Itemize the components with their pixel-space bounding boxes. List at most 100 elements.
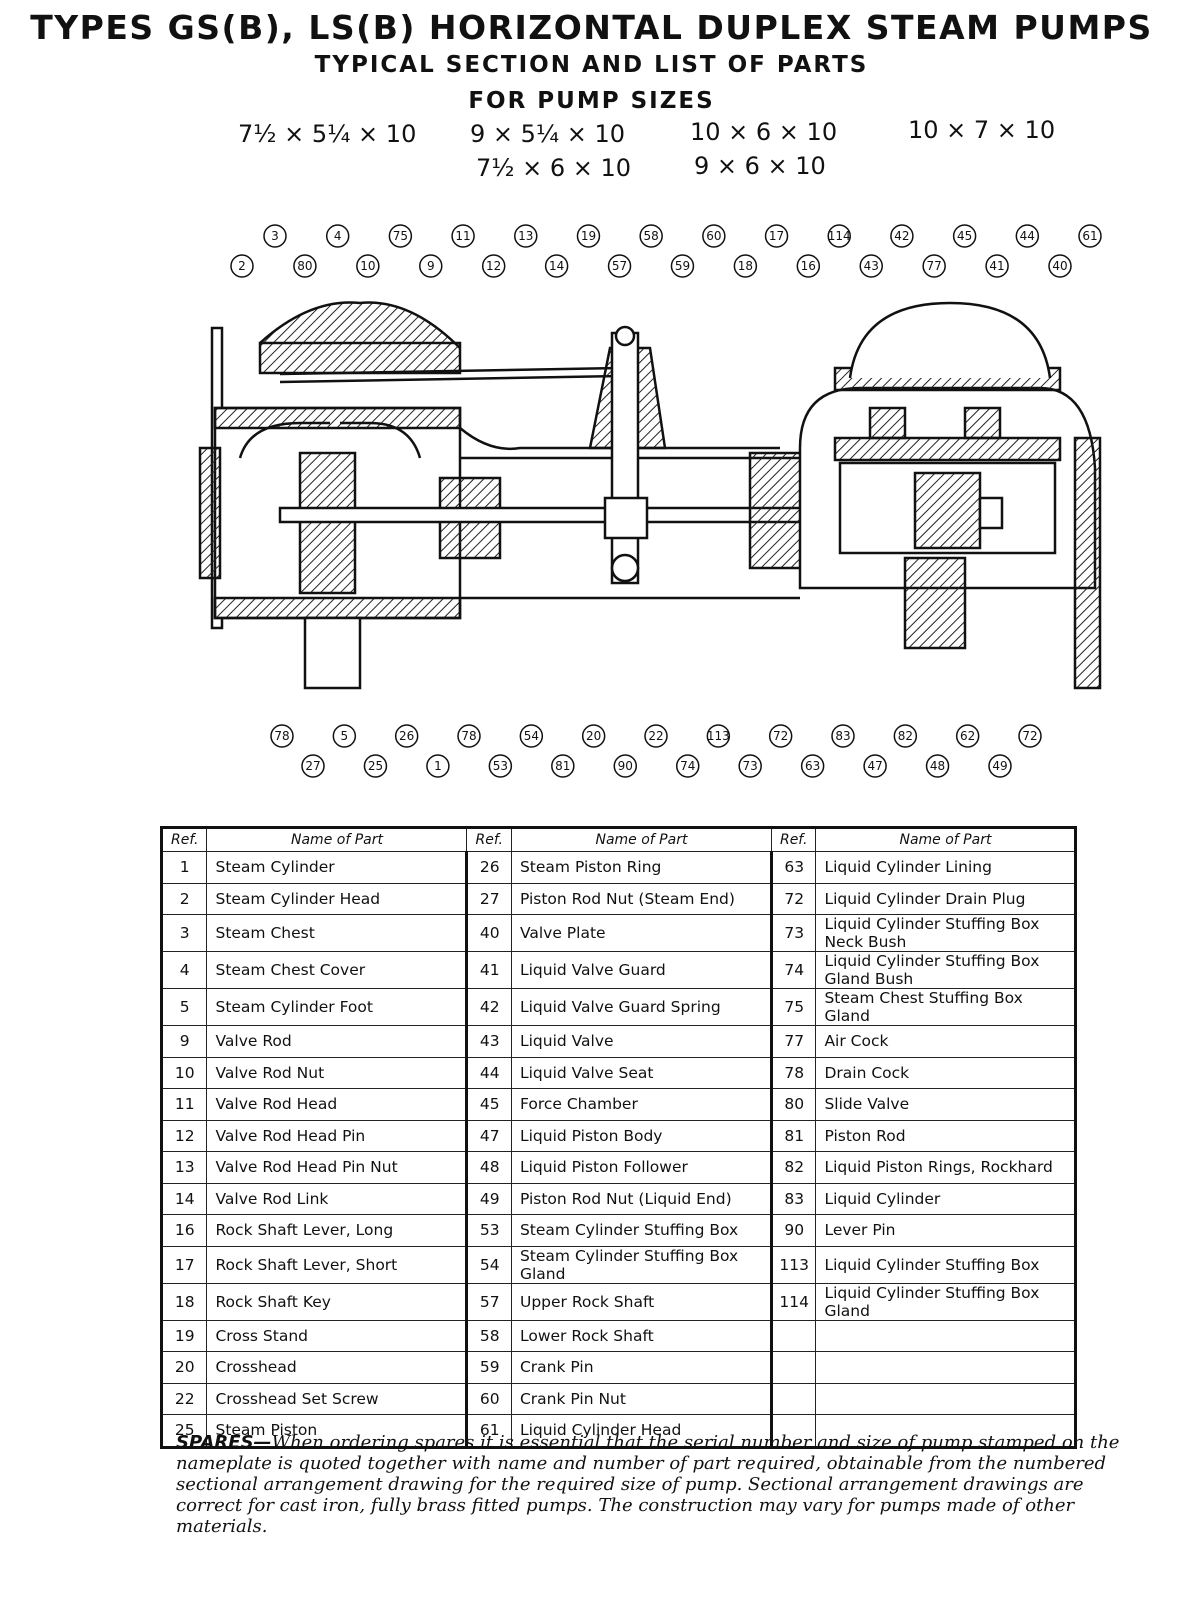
parts-list-table: Ref. Name of Part Ref. Name of Part Ref.… — [160, 826, 1078, 1449]
table-header-row: Ref. Name of Part Ref. Name of Part Ref.… — [160, 827, 1077, 852]
callout-circle — [607, 254, 632, 278]
part-name: Liquid Piston Body — [510, 1119, 772, 1152]
part-name: Air Cock — [815, 1025, 1077, 1058]
callout-circle — [1018, 724, 1042, 748]
part-name: Valve Rod Head Pin — [206, 1119, 468, 1152]
callout-label: 78 — [274, 729, 289, 743]
part-ref: 74 — [769, 951, 817, 989]
part-ref: 18 — [160, 1282, 208, 1321]
callout-circle — [230, 254, 254, 278]
part-name: Lever Pin — [815, 1214, 1077, 1247]
part-name: Steam Piston Ring — [510, 851, 772, 884]
piston-rod-nut — [978, 496, 1004, 530]
callout-label: 80 — [297, 259, 312, 273]
callout-label: 14 — [549, 259, 564, 273]
pump-size: 7½ × 5¼ × 10 — [238, 120, 417, 148]
part-name: Rock Shaft Key — [206, 1282, 468, 1321]
callout-label: 27 — [305, 759, 320, 773]
callout-circle — [419, 254, 443, 278]
part-ref: 13 — [160, 1151, 208, 1184]
part-ref: 59 — [465, 1351, 512, 1384]
callout-circle — [1015, 224, 1040, 248]
part-name: Liquid Valve Seat — [510, 1056, 772, 1089]
part-name: Liquid Cylinder Drain Plug — [815, 882, 1077, 915]
callout-circle — [764, 224, 789, 248]
part-ref: 57 — [465, 1282, 512, 1321]
callout-label: 78 — [461, 729, 476, 743]
part-name: Steam Chest Cover — [206, 951, 468, 989]
callout-circle — [670, 254, 695, 278]
callout-label: 4 — [334, 229, 342, 243]
part-ref: 83 — [769, 1182, 817, 1215]
callout-circle — [394, 724, 419, 748]
part-name: Piston Rod — [815, 1119, 1077, 1152]
callout-label: 59 — [675, 259, 690, 273]
part-name: Steam Cylinder Stuffing Box — [510, 1214, 772, 1247]
part-ref: 10 — [160, 1056, 208, 1089]
callout-circle — [457, 724, 481, 748]
callout-label: 43 — [864, 259, 879, 273]
callout-circle — [922, 254, 946, 278]
part-ref: 22 — [160, 1382, 208, 1415]
part-name: Valve Rod — [206, 1025, 468, 1058]
callout-label: 48 — [930, 759, 945, 773]
part-ref: 47 — [465, 1119, 512, 1152]
subtitle-section: TYPICAL SECTION AND LIST OF PARTS — [314, 52, 869, 78]
part-name: Steam Cylinder Foot — [206, 988, 468, 1026]
part-name: Liquid Cylinder Stuffing Box Neck Bush — [815, 914, 1077, 952]
part-ref: 48 — [465, 1151, 512, 1184]
force-chamber — [848, 301, 1052, 379]
part-name: Drain Cock — [815, 1056, 1077, 1089]
part-name: Crosshead — [206, 1351, 468, 1384]
crosshead — [603, 496, 649, 540]
callout-label: 44 — [1020, 229, 1035, 243]
part-name: Steam Cylinder Head — [206, 882, 468, 915]
part-ref: 17 — [160, 1245, 208, 1284]
part-name: Liquid Cylinder Lining — [815, 851, 1077, 884]
rock-shaft-lever — [610, 331, 640, 585]
callout-label: 41 — [989, 259, 1004, 273]
part-name: Liquid Piston Follower — [510, 1151, 772, 1184]
callout-label: 53 — [493, 759, 508, 773]
callout-label: 61 — [1082, 229, 1097, 243]
callout-label: 10 — [360, 259, 375, 273]
callout-label: 45 — [957, 229, 972, 243]
callout-circle — [293, 254, 317, 278]
callout-label: 16 — [801, 259, 816, 273]
callout-circle — [451, 224, 475, 248]
callout-label: 81 — [555, 759, 570, 773]
header-name: Name of Part — [510, 827, 772, 852]
callout-circle — [301, 754, 325, 778]
callout-circle — [675, 754, 700, 778]
callout-circle — [388, 224, 413, 248]
part-name: Valve Rod Nut — [206, 1056, 468, 1089]
header-ref: Ref. — [466, 827, 512, 852]
callout-label: 2 — [238, 259, 246, 273]
part-name: Steam Chest Stuffing Box Gland — [815, 988, 1077, 1026]
callout-label: 75 — [393, 229, 408, 243]
pump-size: 9 × 6 × 10 — [694, 152, 826, 180]
part-name: Steam Piston — [206, 1414, 468, 1448]
callout-circle — [581, 724, 606, 748]
part-ref: 114 — [769, 1282, 817, 1321]
callout-label: 90 — [618, 759, 633, 773]
callout-circle — [639, 224, 663, 248]
part-ref: 9 — [160, 1025, 208, 1058]
callout-label: 12 — [486, 259, 501, 273]
part-name: Liquid Cylinder Head — [510, 1414, 772, 1448]
callout-label: 5 — [341, 729, 349, 743]
callout-label: 20 — [586, 729, 601, 743]
part-ref — [769, 1351, 817, 1384]
part-name: Rock Shaft Lever, Short — [206, 1245, 468, 1284]
header-name: Name of Part — [206, 827, 468, 852]
callout-circle — [576, 224, 601, 248]
part-ref: 49 — [465, 1182, 512, 1215]
